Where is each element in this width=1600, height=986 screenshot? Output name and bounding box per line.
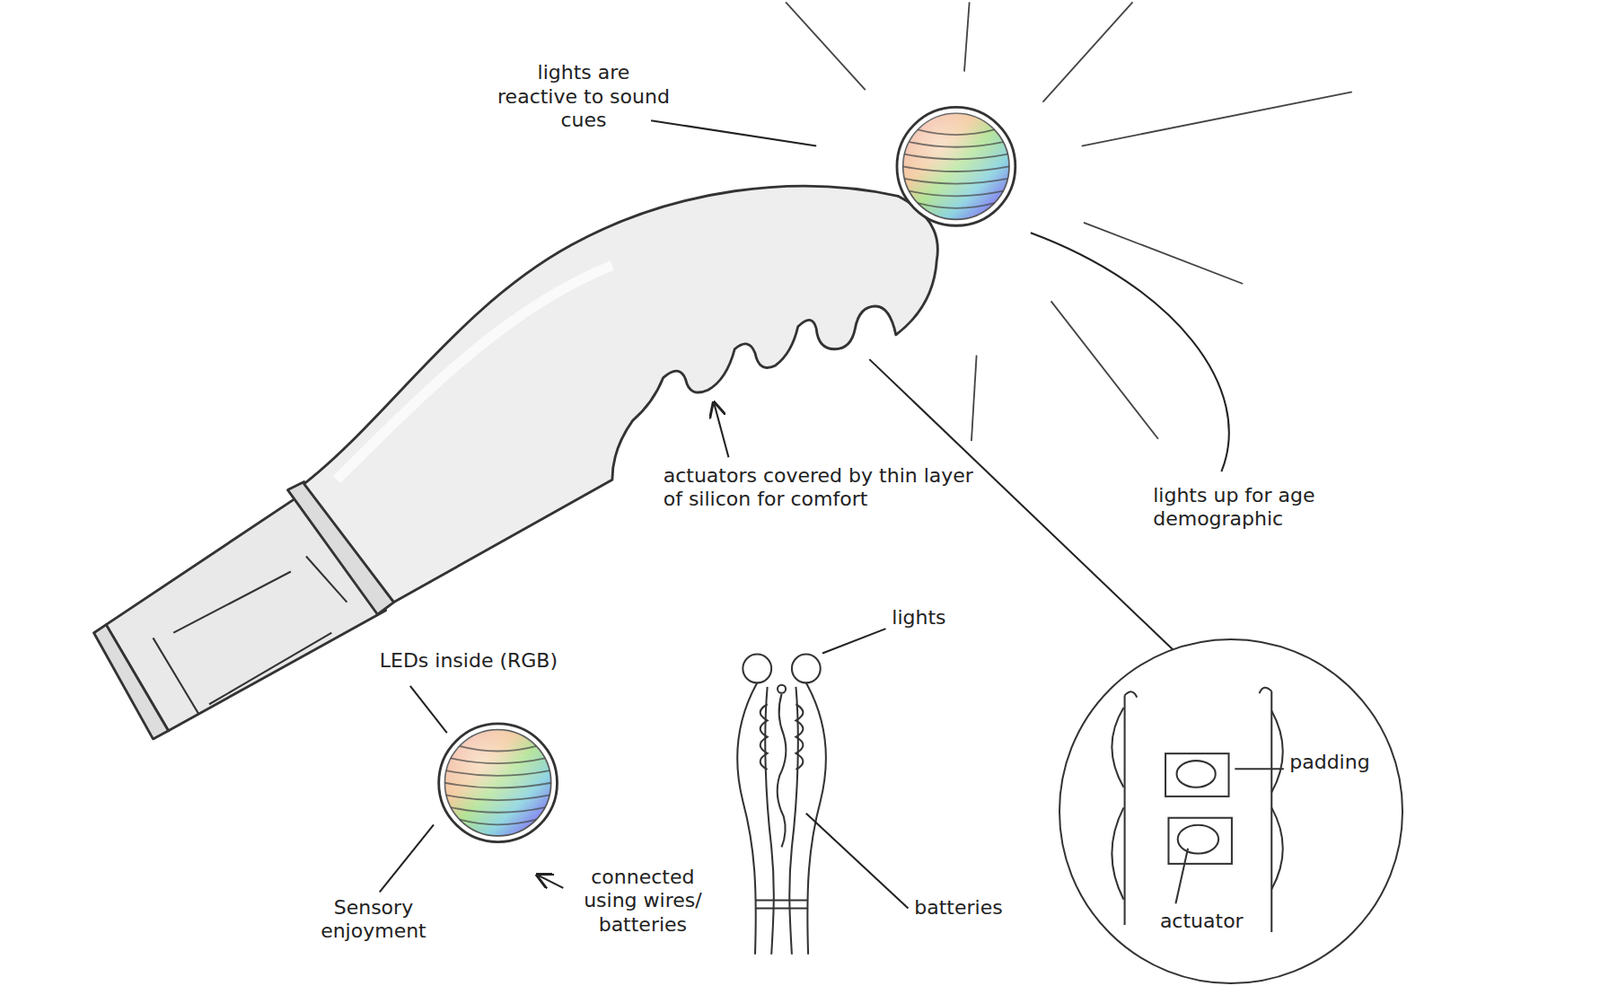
detail-illustration <box>1060 640 1406 985</box>
part-label: padding <box>1289 750 1370 774</box>
annotation-label: Sensory enjoyment <box>306 896 441 944</box>
annotation-label: lights are reactive to sound cues <box>496 61 670 132</box>
detail-circle: padding actuator <box>1058 638 1404 984</box>
annotation-label: batteries <box>914 896 1003 920</box>
annotation-label: lights <box>891 606 946 630</box>
part-label: actuator <box>1160 909 1244 933</box>
annotation-label: LEDs inside (RGB) <box>379 649 558 673</box>
annotation-label: actuators covered by thin layer of silic… <box>663 464 978 512</box>
annotation-label: connected using wires/ batteries <box>567 865 719 937</box>
annotation-label: lights up for age demographic <box>1152 483 1378 532</box>
